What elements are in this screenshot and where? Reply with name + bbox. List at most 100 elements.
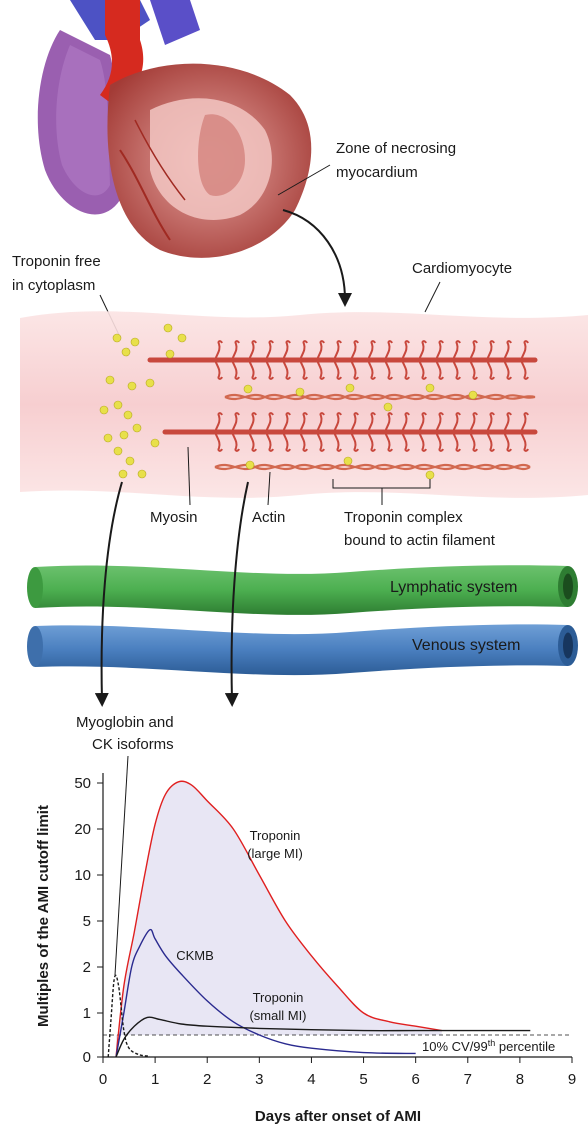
myoglobin-arrow	[94, 481, 123, 707]
troponin-small-line	[115, 1016, 531, 1058]
x-tick-label: 0	[99, 1071, 107, 1088]
troponin-complex-label-line2: bound to actin filament	[344, 532, 496, 549]
troponin-particle	[177, 333, 187, 343]
myosin-head	[401, 340, 410, 380]
troponin-particle	[113, 446, 123, 456]
x-tick-label: 3	[255, 1071, 263, 1088]
myosin-head	[520, 412, 529, 452]
heart-illustration	[37, 0, 312, 258]
troponin-particle	[345, 383, 355, 393]
myosin-head	[367, 412, 376, 452]
myosin-head	[401, 412, 410, 452]
myosin-head	[248, 412, 257, 452]
troponin-particle	[343, 456, 353, 466]
y-tick-label: 5	[83, 913, 91, 930]
venous-label: Venous system	[412, 637, 521, 654]
myosin-head	[350, 340, 359, 380]
actin-label: Actin	[252, 509, 285, 526]
myosin-head	[367, 340, 376, 380]
x-tick-label: 6	[411, 1071, 419, 1088]
myosin-head	[503, 412, 512, 452]
troponin-arrow	[224, 481, 249, 707]
myosin-pointer	[187, 446, 191, 506]
myosin-head	[486, 340, 495, 380]
myosin-head	[418, 412, 427, 452]
troponin-particle	[123, 410, 133, 420]
cardiomyocyte-pointer	[424, 281, 441, 313]
lymphatic-vessel	[27, 565, 578, 615]
myosin-head	[316, 412, 325, 452]
troponin-particle	[243, 384, 253, 394]
myoglobin-label-line2: CK isoforms	[92, 736, 174, 753]
myosin-head	[265, 340, 274, 380]
myosin-head	[265, 412, 274, 452]
myosin-head	[316, 340, 325, 380]
troponin-particle	[425, 470, 435, 480]
troponin-particle	[121, 347, 131, 357]
y-tick-label: 0	[83, 1049, 91, 1066]
actin-pointer	[267, 471, 271, 506]
troponin-shaded-area	[116, 781, 442, 1057]
myosin-label: Myosin	[150, 509, 198, 526]
troponin-particle	[163, 323, 173, 333]
troponin-particle	[425, 383, 435, 393]
actin-filaments	[214, 393, 536, 471]
x-tick-label: 5	[359, 1071, 367, 1088]
series-label-2-0: Troponin	[253, 990, 304, 1005]
myosin-head	[435, 412, 444, 452]
x-tick-label: 4	[307, 1071, 315, 1088]
zone-label: Zone of necrosing myocardium	[336, 140, 460, 181]
myosin-head	[282, 412, 291, 452]
myosin-head	[384, 412, 393, 452]
myosin-head	[520, 340, 529, 380]
x-tick-label: 2	[203, 1071, 211, 1088]
myoglobin-pointer	[114, 755, 129, 976]
troponin-particle	[130, 337, 140, 347]
troponin-complex-label-line1: Troponin complex	[344, 509, 463, 526]
troponin-complex-bracket	[332, 479, 431, 505]
myosin-head	[231, 340, 240, 380]
venous-vessel	[27, 624, 578, 676]
troponin-free-label-line2: in cytoplasm	[12, 277, 95, 294]
y-tick-label: 1	[83, 1005, 91, 1022]
troponin-particle	[132, 423, 142, 433]
troponin-particle	[383, 402, 393, 412]
myosin-head	[214, 412, 223, 452]
troponin-particle	[295, 387, 305, 397]
myoglobin-line	[107, 974, 150, 1058]
troponin-particle	[245, 460, 255, 470]
troponin-particle	[119, 430, 129, 440]
troponin-particle	[125, 456, 135, 466]
y-tick-label: 50	[74, 775, 91, 792]
myosin-head	[469, 340, 478, 380]
troponin-particle	[137, 469, 147, 479]
myosin-head	[214, 340, 223, 380]
myosin-head	[299, 340, 308, 380]
ckmb-line	[115, 928, 416, 1058]
x-axis-title: Days after onset of AMI	[255, 1108, 421, 1125]
myosin-head	[248, 340, 257, 380]
y-axis-title: Multiples of the AMI cutoff limit	[35, 805, 52, 1027]
troponin-free-label-line1: Troponin free	[12, 253, 101, 270]
troponin-particle	[113, 400, 123, 410]
heart-to-cell-arrow	[282, 209, 352, 307]
troponin-particle	[150, 438, 160, 448]
x-tick-label: 7	[464, 1071, 472, 1088]
troponin-particle	[145, 378, 155, 388]
myosin-head	[486, 412, 495, 452]
myosin-head	[333, 412, 342, 452]
myosin-head	[435, 340, 444, 380]
series-label-0-0: Troponin	[250, 828, 301, 843]
y-tick-label: 2	[83, 959, 91, 976]
series-label-0-1: (large MI)	[247, 846, 303, 861]
x-tick-label: 8	[516, 1071, 524, 1088]
myosin-head	[503, 340, 512, 380]
myosin-head	[384, 340, 393, 380]
troponin-particle	[127, 381, 137, 391]
troponin-particle	[118, 469, 128, 479]
troponin-particle	[105, 375, 115, 385]
cardiomyocyte-label: Cardiomyocyte	[412, 260, 512, 277]
myosin-head	[350, 412, 359, 452]
